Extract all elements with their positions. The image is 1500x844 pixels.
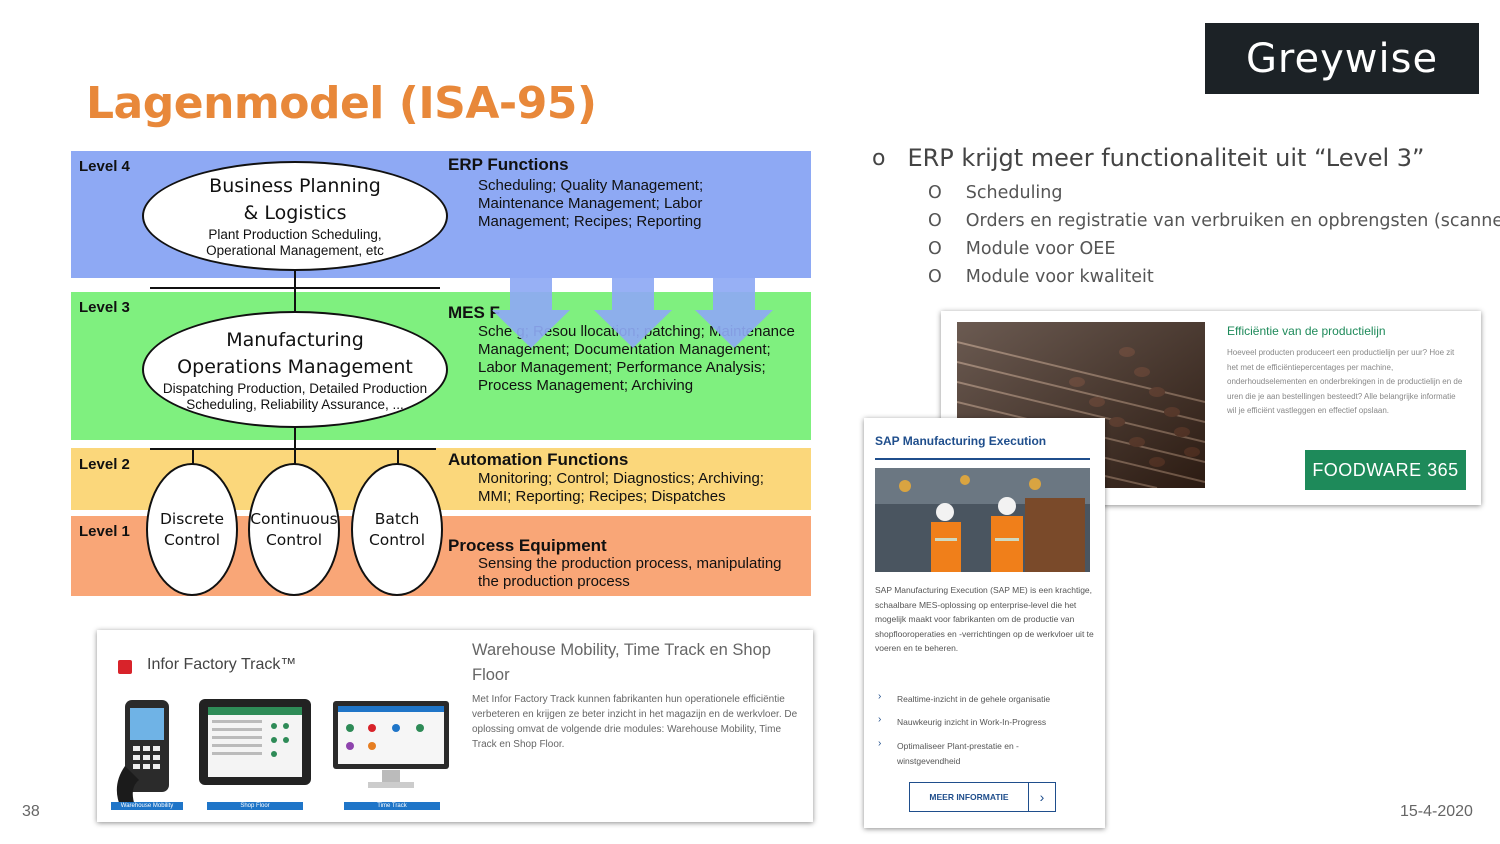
main-bullet-text: ERP krijgt meer functionaliteit uit “Lev…	[907, 144, 1425, 172]
sap-heading: SAP Manufacturing Execution	[875, 434, 1047, 448]
ellipse-subline: Operational Management, etc	[206, 243, 384, 258]
sub-bullet: O Scheduling	[928, 183, 1063, 203]
device-label: Warehouse Mobility	[111, 802, 183, 810]
foodware-logo: FOODWARE 365	[1305, 450, 1466, 490]
down-arrow-icon	[594, 278, 672, 348]
handheld-scanner-icon	[116, 700, 169, 808]
sap-manufacturing-card: SAP Manufacturing Execution SAP Manufact…	[864, 418, 1105, 828]
page-number: 38	[22, 803, 40, 820]
infor-brand: Infor Factory Track™	[147, 656, 297, 673]
sap-list-item: Nauwkeurig inzicht in Work-In-Progress	[897, 717, 1047, 727]
down-arrow-icon	[492, 278, 570, 348]
sub-bullet: O Orders en registratie van verbruiken e…	[928, 211, 1500, 231]
slide-date: 15-4-2020	[1400, 803, 1473, 820]
tablet-icon	[199, 699, 311, 785]
infor-heading: Warehouse Mobility, Time Track en Shop F…	[472, 641, 771, 684]
level-1-label: Level 1	[79, 523, 130, 540]
foodware-heading: Efficiëntie van de productielijn	[1227, 324, 1386, 338]
sub-bullet-marker: O	[928, 267, 942, 287]
sub-bullet-text: Module voor kwaliteit	[965, 267, 1154, 287]
control-line: Continuous	[250, 509, 338, 528]
ellipse-subline: Dispatching Production, Detailed Product…	[162, 380, 428, 396]
down-arrow-icon	[695, 278, 773, 348]
business-planning-ellipse: Business Planning & Logistics Plant Prod…	[142, 161, 448, 271]
manufacturing-operations-ellipse: Manufacturing Operations Management Disp…	[142, 311, 448, 428]
chevron-right-icon: ›	[1028, 783, 1055, 811]
sub-bullet-marker: O	[928, 211, 942, 231]
ellipse-subline: Scheduling, Reliability Assurance, ...	[186, 396, 404, 412]
erp-functions-heading: ERP Functions	[448, 155, 569, 174]
control-line: Control	[265, 530, 322, 549]
device-label: Time Track	[344, 802, 440, 810]
sap-list-item: Realtime-inzicht in de gehele organisati…	[897, 694, 1051, 704]
bullet-marker: o	[872, 146, 886, 171]
button-label: MEER INFORMATIE	[929, 792, 1009, 802]
greywise-logo: Greywise	[1205, 23, 1479, 94]
ellipse-line: Operations Management	[177, 355, 413, 378]
slide-title: Lagenmodel (ISA-95)	[86, 78, 597, 129]
connector-line	[294, 271, 296, 311]
sub-bullet: O Module voor kwaliteit	[928, 267, 1154, 287]
chevron-right-icon: ›	[878, 714, 882, 725]
meer-informatie-button[interactable]: MEER INFORMATIE ›	[909, 782, 1056, 812]
automation-functions-heading: Automation Functions	[448, 450, 629, 469]
level-2-label: Level 2	[79, 456, 130, 473]
process-equipment-body: Sensing the production process, manipula…	[478, 555, 782, 590]
sub-bullet: O Module voor OEE	[928, 239, 1115, 259]
ellipse-subline: Plant Production Scheduling,	[208, 227, 382, 242]
chevron-right-icon: ›	[878, 738, 882, 749]
ellipse-line: Manufacturing	[226, 328, 364, 351]
control-line: Discrete	[159, 509, 225, 528]
control-line: Control	[368, 530, 426, 549]
divider-line	[150, 448, 436, 450]
level-3-label: Level 3	[79, 299, 130, 316]
control-line: Batch	[374, 509, 420, 528]
monitor-icon	[333, 701, 449, 788]
erp-functions-body: Scheduling; Quality Management; Maintena…	[478, 177, 704, 230]
sub-bullet-text: Module voor OEE	[965, 239, 1116, 259]
sap-body: SAP Manufacturing Execution (SAP ME) is …	[875, 585, 1094, 653]
sap-divider	[875, 458, 1090, 460]
main-bullet: o ERP krijgt meer functionaliteit uit “L…	[872, 144, 1424, 172]
mes-functions-heading: MES F	[448, 303, 500, 322]
infor-body: Met Infor Factory Track kunnen fabrikant…	[472, 694, 798, 750]
factory-workers-photo	[875, 468, 1090, 572]
control-line: Control	[163, 530, 221, 549]
device-label: Shop Floor	[207, 802, 303, 810]
chevron-right-icon: ›	[878, 691, 882, 702]
infor-logo-icon	[118, 660, 132, 674]
connector-line	[192, 448, 194, 464]
ellipse-line: & Logistics	[243, 202, 347, 224]
level-4-label: Level 4	[79, 158, 130, 175]
automation-functions-body: Monitoring; Control; Diagnostics; Archiv…	[478, 470, 764, 505]
ellipse-line: Business Planning	[209, 175, 381, 197]
process-equipment-heading: Process Equipment	[448, 536, 607, 555]
foodware-body: Hoeveel producten produceert een product…	[1227, 348, 1463, 415]
sub-bullet-marker: O	[928, 239, 942, 259]
connector-line	[294, 428, 296, 464]
sub-bullet-text: Scheduling	[965, 183, 1063, 203]
connector-line	[397, 448, 399, 464]
infor-factory-track-card: Infor Factory Track™ Warehouse Mobility …	[97, 630, 813, 822]
sub-bullet-text: Orders en registratie van verbruiken en …	[965, 211, 1500, 231]
sub-bullet-marker: O	[928, 183, 942, 203]
sap-list-item: Optimaliseer Plant-prestatie en -winstge…	[897, 741, 1019, 766]
foodware-card: Efficiëntie van de productielijn Hoeveel…	[941, 311, 1481, 505]
